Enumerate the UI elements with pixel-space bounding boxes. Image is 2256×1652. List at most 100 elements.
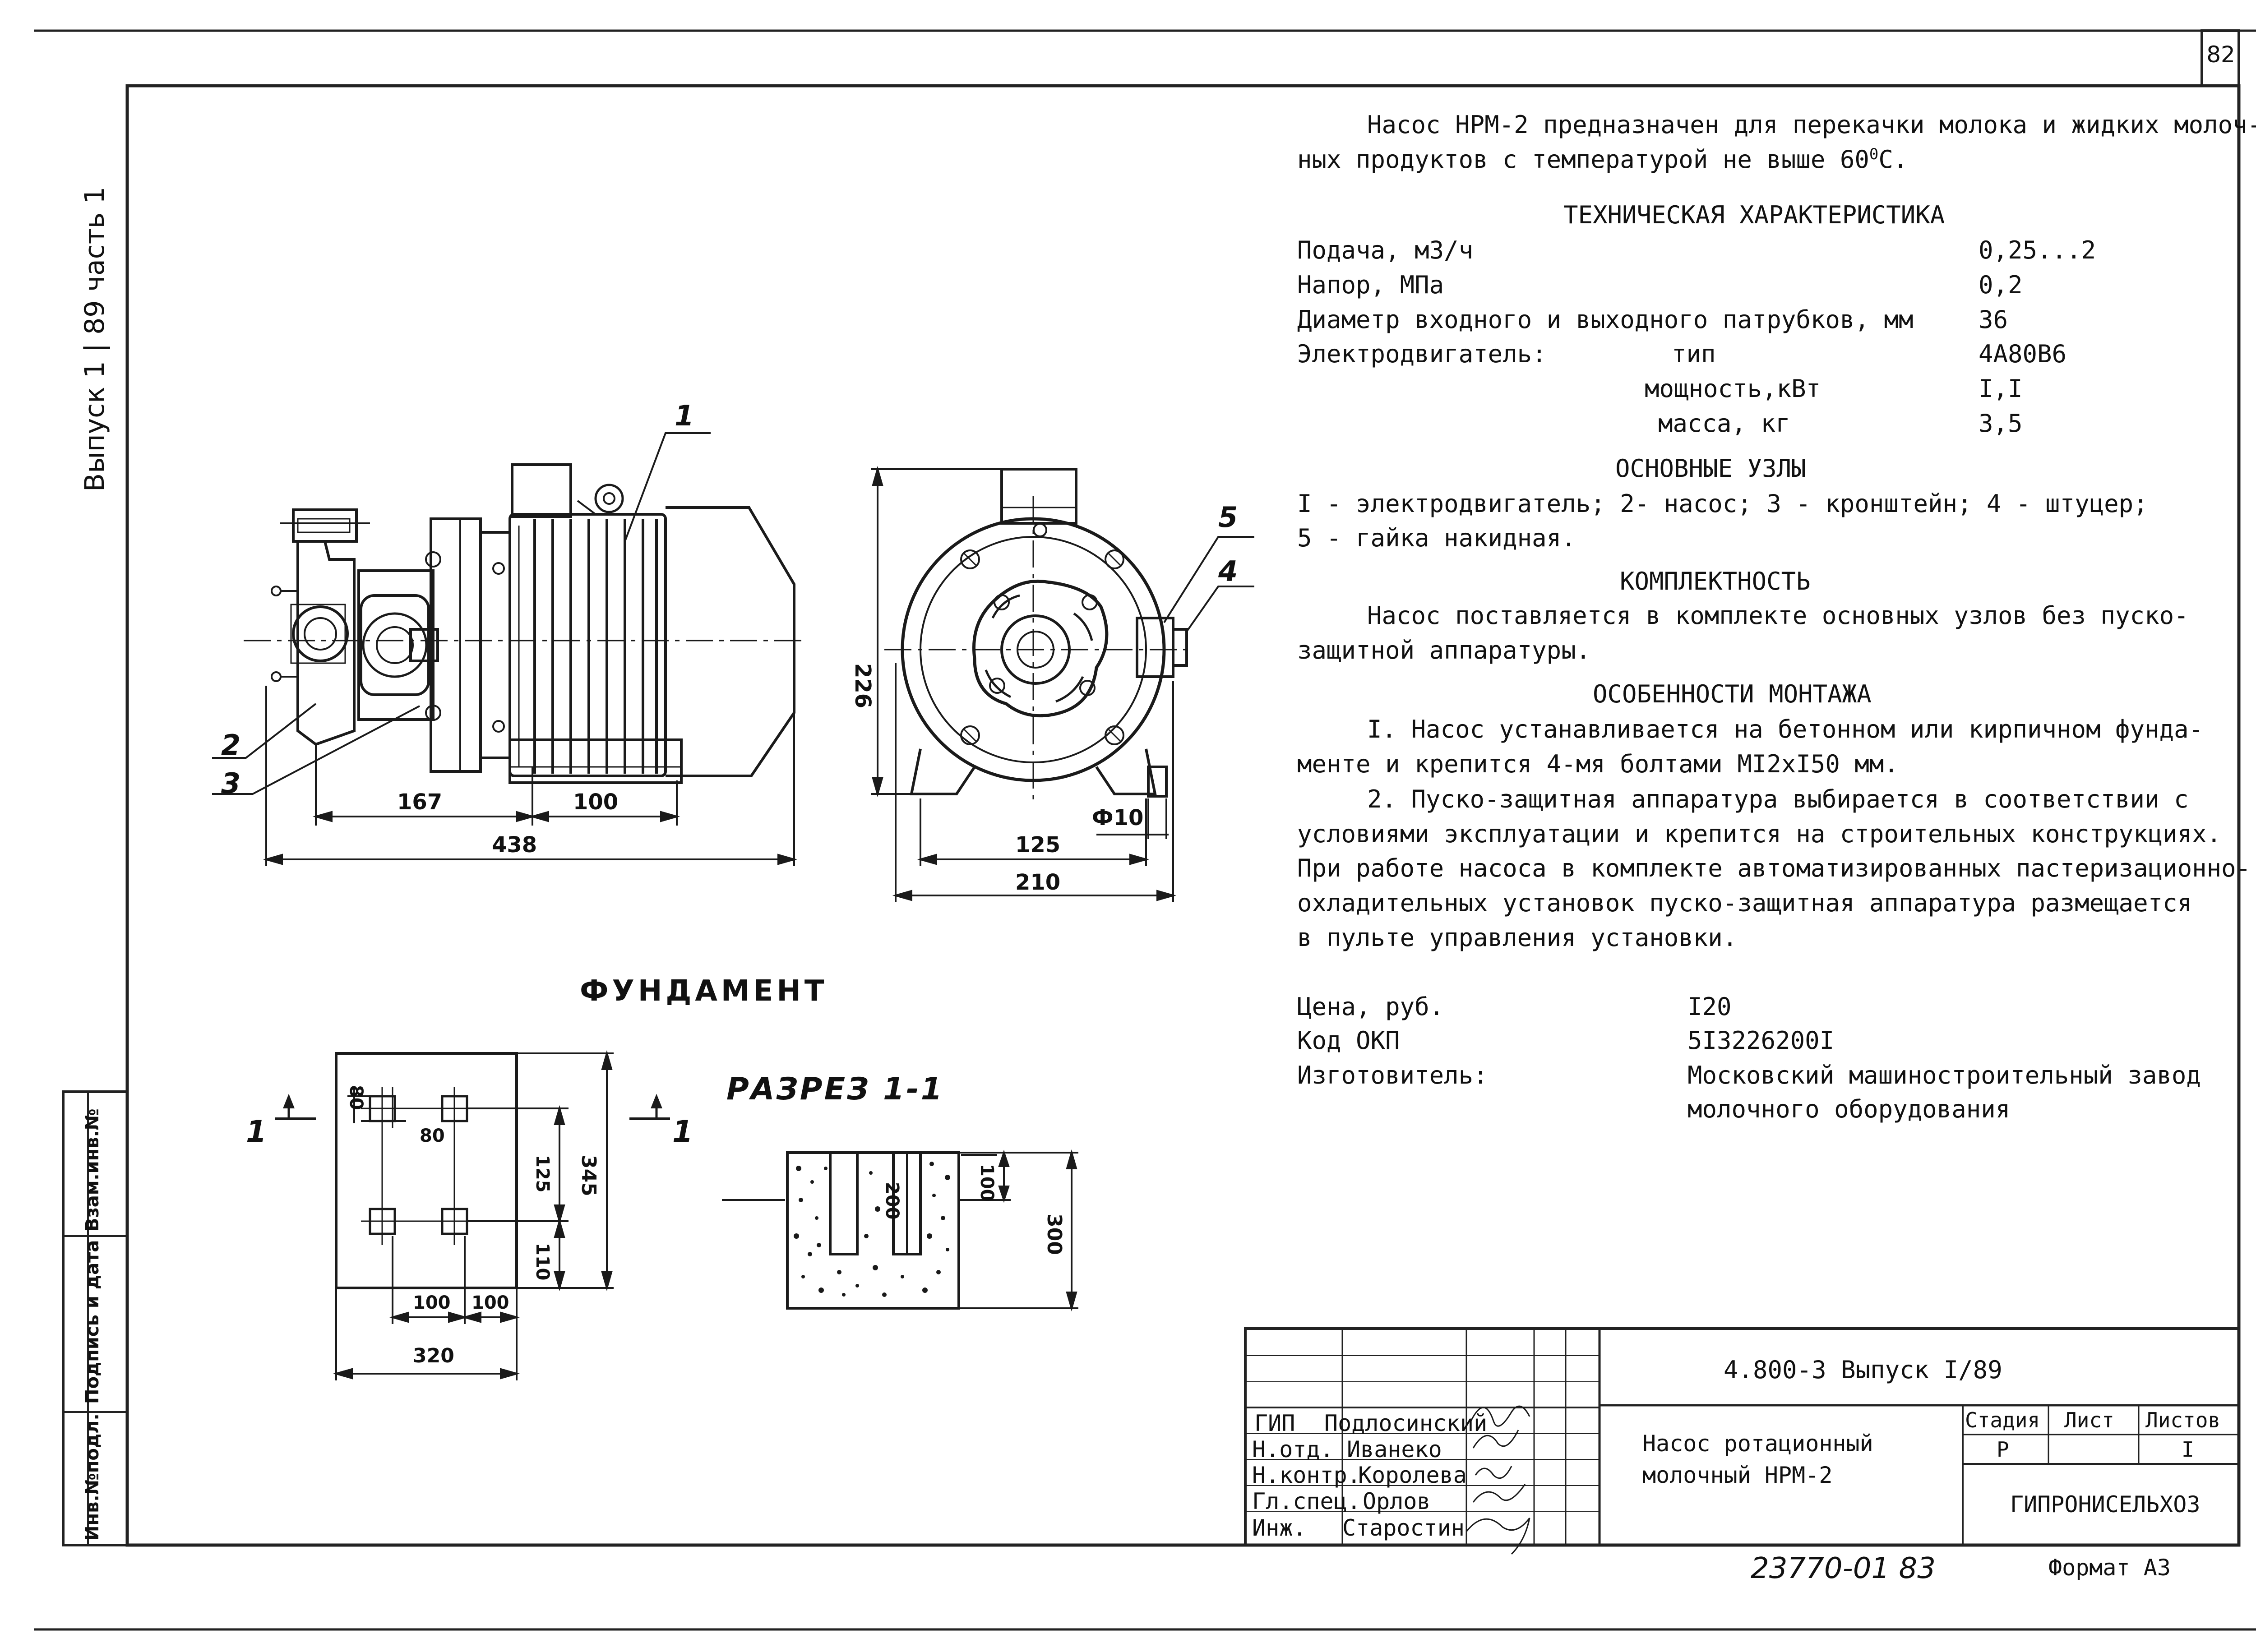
role-head-dept: Н.отд. bbox=[1252, 1436, 1334, 1463]
dim-300-section: 300 bbox=[1043, 1214, 1066, 1255]
units-line-1: I - электродвигатель; 2- насос; 3 - крон… bbox=[1297, 489, 2148, 518]
role-norm-control: Н.контр. bbox=[1252, 1462, 1361, 1488]
callout-2: 2 bbox=[221, 729, 241, 761]
pump-front-view bbox=[884, 468, 1191, 803]
dim-200-section: 200 bbox=[882, 1182, 902, 1220]
side-dimensions bbox=[263, 686, 798, 866]
okp-value: 5I3226200I bbox=[1687, 1026, 1835, 1055]
callout-5: 5 bbox=[1218, 501, 1238, 534]
pump-side-view bbox=[244, 463, 808, 784]
dim-phi10: Ф10 bbox=[1092, 805, 1144, 831]
foundation-title: ФУНДАМЕНТ bbox=[580, 974, 828, 1008]
dim-438: 438 bbox=[492, 832, 537, 858]
dim-80-horizontal: 80 bbox=[420, 1126, 445, 1146]
intro-line-1: Насос НРМ-2 предназначен для перекачки м… bbox=[1367, 111, 2256, 139]
dim-345: 345 bbox=[577, 1155, 600, 1196]
tech-title: ТЕХНИЧЕСКАЯ ХАРАКТЕРИСТИКА bbox=[1563, 201, 1945, 229]
motor-mass-value: 3,5 bbox=[1979, 409, 2023, 438]
callout-4: 4 bbox=[1218, 555, 1238, 588]
kit-title: КОМПЛЕКТНОСТЬ bbox=[1620, 567, 1811, 595]
dim-125-found: 125 bbox=[532, 1155, 553, 1193]
name-gip: Подлосинский bbox=[1324, 1410, 1488, 1436]
product-name-2: молочный НРМ-2 bbox=[1642, 1462, 1833, 1488]
foundation-plan bbox=[335, 1052, 518, 1289]
motor-type-value: 4А80В6 bbox=[1979, 340, 2067, 368]
sheet-number: 82 bbox=[2206, 42, 2235, 68]
motor-power-label: мощность,кВт bbox=[1645, 374, 1821, 403]
dim-226: 226 bbox=[850, 663, 875, 709]
mount-line-6: в пульте управления установки. bbox=[1297, 923, 1738, 952]
units-line-2: 5 - гайка накидная. bbox=[1297, 524, 1576, 552]
doc-code: 4.800-3 Выпуск I/89 bbox=[1724, 1356, 2002, 1384]
mount-line-5: охладительных установок пуско-защитная а… bbox=[1297, 889, 2192, 917]
sheets-header: Листов bbox=[2145, 1408, 2221, 1432]
mount-line-0: I. Насос устанавливается на бетонном или… bbox=[1367, 715, 2204, 743]
motor-label: Электродвигатель: bbox=[1297, 340, 1547, 368]
stage-value: Р bbox=[1997, 1437, 2009, 1462]
title-block-grid bbox=[1244, 1327, 2240, 1546]
dim-80-vertical: 80 bbox=[346, 1085, 366, 1110]
motor-type-label: тип bbox=[1672, 340, 1716, 368]
section-title: РАЗРЕЗ 1-1 bbox=[726, 1071, 944, 1107]
price-value: I20 bbox=[1687, 992, 1732, 1021]
role-gip: ГИП bbox=[1254, 1410, 1295, 1436]
price-label: Цена, руб. bbox=[1297, 992, 1444, 1021]
section-1-1 bbox=[722, 1151, 997, 1310]
name-engineer: Старостин bbox=[1342, 1515, 1465, 1541]
kit-line-2: защитной аппаратуры. bbox=[1297, 636, 1591, 664]
dim-100-section: 100 bbox=[976, 1164, 997, 1202]
callout-3: 3 bbox=[221, 767, 241, 800]
front-dimensions bbox=[871, 466, 1177, 902]
role-engineer: Инж. bbox=[1252, 1515, 1307, 1541]
organization: ГИПРОНИСЕЛЬХОЗ bbox=[2010, 1491, 2201, 1518]
tech-label-2: Диаметр входного и выходного патрубков, … bbox=[1297, 305, 1914, 334]
foundation-dimensions bbox=[275, 1050, 670, 1380]
dim-100-side: 100 bbox=[573, 789, 619, 815]
dim-110: 110 bbox=[532, 1243, 553, 1281]
section-dimensions bbox=[906, 1149, 1078, 1312]
intro-line-2: ных продуктов с температурой не выше 600… bbox=[1297, 145, 1908, 174]
mount-line-1: менте и крепится 4-мя болтами МI2хI50 мм… bbox=[1297, 750, 1899, 778]
sheet-header: Лист bbox=[2064, 1408, 2114, 1432]
dim-320: 320 bbox=[413, 1344, 454, 1367]
name-head-dept: Иванеко bbox=[1347, 1436, 1442, 1463]
section-mark-left: 1 bbox=[246, 1114, 267, 1149]
callout-1: 1 bbox=[675, 399, 694, 432]
okp-label: Код ОКП bbox=[1297, 1026, 1400, 1055]
product-name-1: Насос ротационный bbox=[1642, 1431, 1873, 1457]
kit-line-1: Насос поставляется в комплекте основных … bbox=[1367, 601, 2189, 630]
mount-line-4: При работе насоса в комплекте автоматизи… bbox=[1297, 854, 2251, 882]
tech-label-0: Подача, м3/ч bbox=[1297, 236, 1474, 264]
maker-label: Изготовитель: bbox=[1297, 1061, 1488, 1089]
tech-label-1: Напор, МПа bbox=[1297, 271, 1444, 299]
side-callout-leaders bbox=[212, 432, 711, 795]
sheets-value: I bbox=[2182, 1437, 2194, 1462]
units-title: ОСНОВНЫЕ УЗЛЫ bbox=[1615, 454, 1806, 483]
tech-value-2: 36 bbox=[1979, 305, 2008, 334]
front-callout-leaders bbox=[1163, 536, 1254, 632]
stage-header: Стадия bbox=[1965, 1408, 2040, 1432]
archive-number: 23770-01 83 bbox=[1751, 1552, 1936, 1585]
dim-100-found-a: 100 bbox=[413, 1292, 451, 1313]
tech-value-1: 0,2 bbox=[1979, 271, 2023, 299]
motor-power-value: I,I bbox=[1979, 374, 2023, 403]
name-norm-control: Королева bbox=[1358, 1462, 1467, 1488]
tech-value-0: 0,25...2 bbox=[1979, 236, 2096, 264]
mount-title: ОСОБЕННОСТИ МОНТАЖА bbox=[1593, 680, 1872, 708]
name-chief-spec: Орлов bbox=[1363, 1488, 1431, 1514]
motor-mass-label: масса, кг bbox=[1658, 409, 1790, 438]
maker-value-2: молочного оборудования bbox=[1687, 1095, 2011, 1123]
dim-167: 167 bbox=[397, 789, 443, 815]
format-label: Формат А3 bbox=[2048, 1555, 2171, 1581]
dim-210: 210 bbox=[1015, 870, 1061, 895]
dim-100-found-b: 100 bbox=[472, 1292, 509, 1313]
section-mark-right: 1 bbox=[672, 1114, 693, 1149]
maker-value-1: Московский машиностроительный завод bbox=[1687, 1061, 2201, 1089]
signatures bbox=[1465, 1405, 1530, 1555]
mount-line-2: 2. Пуско-защитная аппаратура выбирается … bbox=[1367, 785, 2189, 813]
dim-125-front: 125 bbox=[1015, 832, 1061, 858]
mount-line-3: условиями эксплуатации и крепится на стр… bbox=[1297, 820, 2222, 848]
role-chief-spec: Гл.спец. bbox=[1252, 1488, 1361, 1514]
